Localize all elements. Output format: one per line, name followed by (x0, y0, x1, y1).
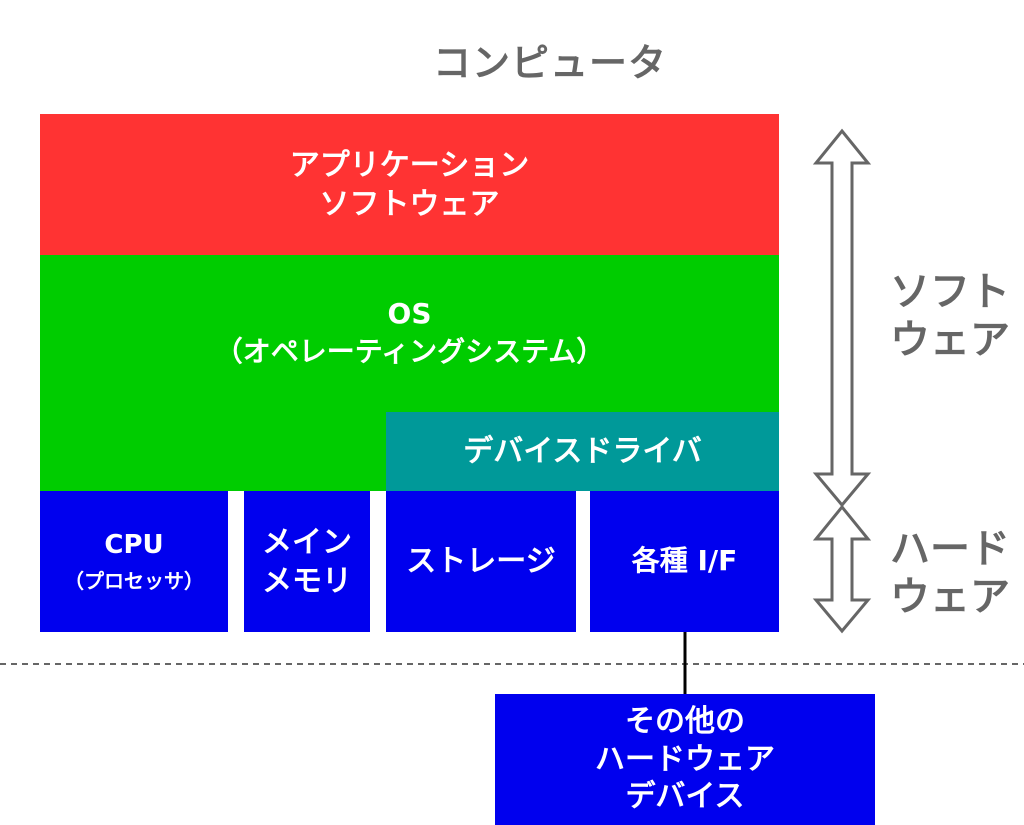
storage-label: ストレージ (406, 544, 556, 579)
cpu-label: CPU (104, 529, 164, 560)
application-label-line1: アプリケーション (289, 147, 530, 183)
software-range-arrow-icon (812, 128, 872, 508)
device-driver-label: デバイスドライバ (463, 434, 702, 469)
interfaces-label: 各種 I/F (631, 544, 738, 578)
other-devices-line1: その他の (625, 704, 745, 740)
os-label-line1: OS (387, 297, 432, 330)
os-label-line2: （オペレーティングシステム） (214, 334, 605, 368)
software-side-label-line1: ソフト (890, 269, 1010, 315)
diagram-title: コンピュータ (432, 41, 667, 85)
other-devices-line2: ハードウェア (595, 741, 775, 777)
other-hardware-devices-box: その他の ハードウェア デバイス (495, 694, 875, 825)
os-label: OS （オペレーティングシステム） (40, 295, 779, 371)
main-memory-line2: メモリ (262, 563, 352, 599)
main-memory-line1: メイン (262, 524, 352, 560)
interfaces-box: 各種 I/F (590, 491, 779, 632)
cpu-box: CPU （プロセッサ） (40, 491, 228, 632)
storage-box: ストレージ (386, 491, 576, 632)
application-software-layer: アプリケーション ソフトウェア (40, 114, 779, 255)
application-label-line2: ソフトウェア (319, 186, 500, 222)
hardware-side-label: ハード ウェア (890, 525, 1010, 621)
software-side-label-line2: ウェア (890, 317, 1010, 363)
cpu-sublabel: （プロセッサ） (64, 569, 204, 594)
software-side-label: ソフト ウェア (890, 268, 1010, 364)
main-memory-box: メイン メモリ (244, 491, 370, 632)
hardware-range-arrow-icon (812, 504, 872, 634)
hardware-side-label-line1: ハード (890, 526, 1010, 572)
device-driver-layer: デバイスドライバ (386, 412, 779, 491)
other-devices-line3: デバイス (625, 779, 745, 815)
hardware-side-label-line2: ウェア (890, 574, 1010, 620)
